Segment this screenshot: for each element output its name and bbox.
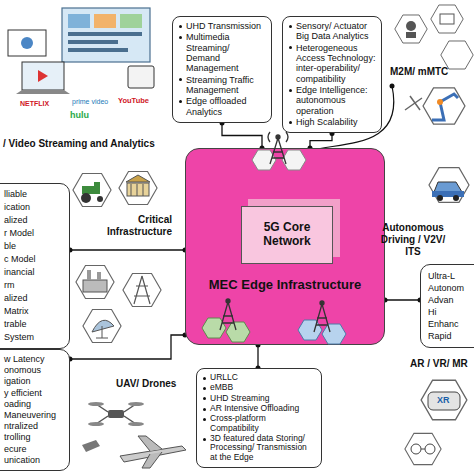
node-text: 3D featured data Storing/ Processing/ Tr… [202, 434, 316, 462]
node-text: alized [4, 214, 66, 227]
node-text: rm [4, 279, 66, 292]
category-label: / Video Streaming and Analytics [3, 138, 155, 150]
connector [257, 345, 258, 368]
node-text: Edge offloaded Analytics [178, 96, 266, 117]
node-text: ntralized [4, 421, 66, 432]
core-cube: 5G Core Network [241, 206, 333, 264]
category-label: M2M/ mMTC [390, 66, 448, 78]
connector [70, 335, 185, 359]
category-label: UAV/ Drones [116, 378, 176, 390]
node-text: y efficient [4, 388, 66, 399]
connector [385, 299, 420, 300]
node-text: Heterogeneous Access Technology: inter-o… [288, 43, 376, 84]
node-text: c Model [4, 253, 66, 266]
logo-label: hulu [70, 110, 89, 121]
node-text: ication [4, 201, 66, 214]
node-text: trable [4, 318, 66, 331]
node-text: trolling [4, 432, 66, 443]
streaming-illustration [8, 8, 154, 94]
node-text: 5G Core Network [246, 221, 328, 249]
service-box: Sensory/ Actuator Big Data AnalyticsHete… [282, 16, 382, 133]
service-box: URLLCeMBB UHD StreamingAR Intensive Offlo… [196, 368, 322, 468]
logo-label: XR [437, 395, 450, 406]
node-text: lliable [4, 188, 66, 201]
xr-headset-icon [405, 380, 467, 464]
node-text: inancial [4, 266, 66, 279]
node-text: igation [4, 376, 66, 387]
node-text: System [4, 331, 66, 344]
node-text: AR Intensive Offloading [202, 404, 316, 413]
node-text: Matrix [4, 305, 66, 318]
node-text: r Model [4, 227, 66, 240]
node-text: Autonom [428, 282, 474, 294]
node-text: Multimedia Streaming/ Demand Management [178, 32, 266, 73]
node-text: onomous [4, 365, 66, 376]
node-text: Rapid [428, 330, 474, 342]
mec-region: MEC Edge Infrastructure 5G Core Network [185, 148, 385, 345]
node-text: alized [4, 292, 66, 305]
node-text: Ultra-L [428, 270, 474, 282]
node-text: Streaming Traffic Management [178, 75, 266, 96]
critical-infrastructure-icons [73, 172, 161, 343]
category-label: Critical Infrastructure [96, 214, 172, 238]
node-text: Cross-platform Compatibility [202, 414, 316, 433]
feature-box: Ultra-LAutonomAdvanHiEnhancRapid [420, 264, 474, 348]
node-text: w Latency [4, 354, 66, 365]
node-text: Edge Intelligence: autonomous operation [288, 85, 376, 116]
drone-icons [82, 402, 186, 468]
node-text: ecure [4, 444, 66, 455]
connector [222, 123, 262, 148]
node-text: ble [4, 240, 66, 253]
node-text: Maneuvering [4, 410, 66, 421]
feature-box: lliableicationalizedr Modelblec Modelina… [0, 183, 70, 349]
category-label: AR / VR/ MR [410, 358, 468, 370]
feature-box: w Latencyonomousigationy efficientoading… [0, 349, 70, 471]
node-text: oading [4, 399, 66, 410]
cell-hexagons [202, 150, 346, 344]
logo-label: prime video [72, 98, 108, 106]
node-text: eMBB [202, 383, 316, 392]
autonomous-car-icon [429, 168, 469, 203]
node-text: Advan [428, 294, 474, 306]
node-text: Hi [428, 306, 474, 318]
node-text: UHD Transmission [178, 21, 266, 31]
service-box: UHD TransmissionMultimedia Streaming/ De… [172, 16, 272, 123]
node-text: MEC Edge Infrastructure [186, 277, 384, 292]
connector [310, 133, 332, 148]
node-text: Enhanc [428, 318, 474, 330]
node-text: unication [4, 455, 66, 466]
node-text: URLLC [202, 373, 316, 382]
category-label: Autonomous Driving / V2V/ ITS [372, 222, 454, 258]
logo-label: YouTube [118, 96, 149, 105]
node-text: UHD Streaming [202, 394, 316, 403]
node-text: High Scalability [288, 117, 376, 127]
logo-label: NETFLIX [20, 100, 49, 108]
node-text: Sensory/ Actuator Big Data Analytics [288, 21, 376, 42]
tower-icon [220, 132, 330, 332]
connector [70, 249, 185, 250]
